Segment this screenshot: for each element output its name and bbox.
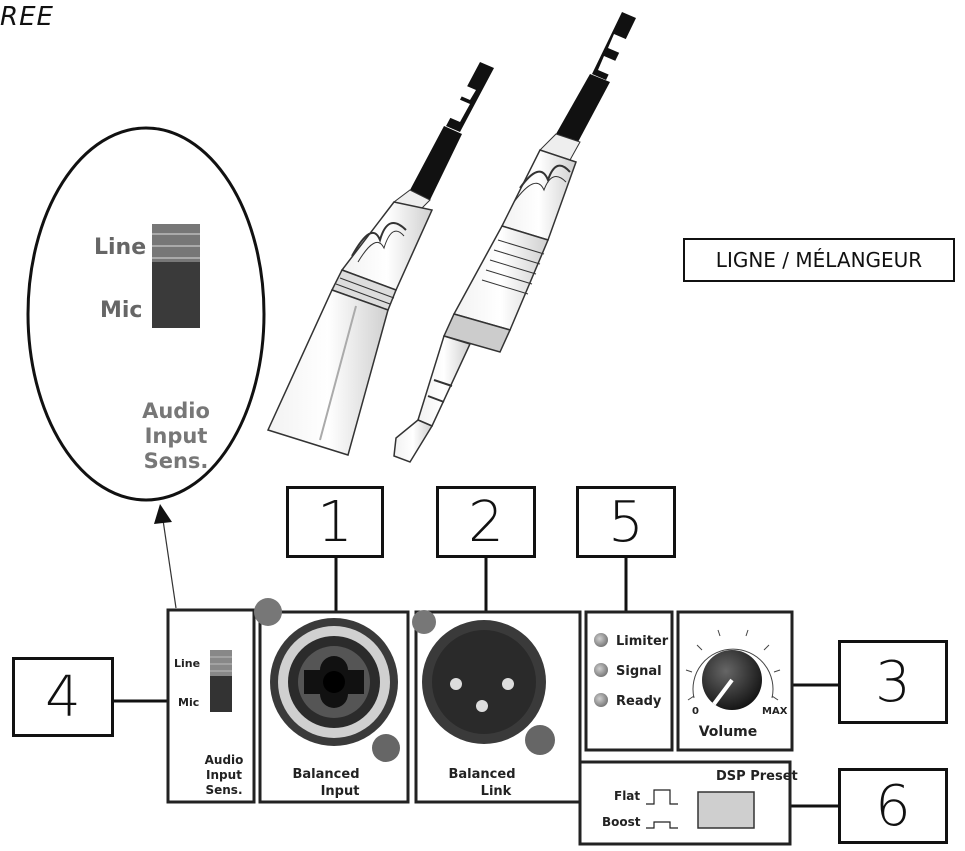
- limiter-led-icon: [594, 633, 608, 647]
- dsp-title: DSP Preset: [716, 769, 798, 784]
- zoom-line-label: Line: [94, 235, 146, 260]
- volume-min-label: 0: [692, 706, 699, 717]
- sens-panel-label-1: Audio: [205, 753, 244, 767]
- ready-label: Ready: [616, 694, 662, 709]
- dsp-preset-button[interactable]: [697, 791, 755, 829]
- callout-6: 6: [838, 768, 948, 844]
- balanced-input-label-2: Input: [321, 784, 360, 799]
- zoom-sens-label-1: Audio: [142, 399, 210, 423]
- screw-icon: [525, 725, 555, 755]
- xlr-cable-icon: [266, 62, 494, 456]
- zoom-sens-label-2: Input: [145, 424, 208, 448]
- screw-icon: [254, 598, 282, 626]
- dsp-boost-label: Boost: [602, 815, 641, 829]
- callout-2: 2: [436, 486, 536, 558]
- dsp-flat-label: Flat: [614, 789, 640, 803]
- sens-line-label: Line: [174, 657, 200, 670]
- led-panel: [584, 610, 674, 752]
- callout-3: 3: [838, 640, 948, 724]
- zoom-bubble: [26, 126, 266, 502]
- callout-5: 5: [576, 486, 676, 558]
- screw-icon: [372, 734, 400, 762]
- mixer-label: LIGNE / MÉLANGEUR: [683, 238, 955, 282]
- limiter-label: Limiter: [616, 634, 669, 649]
- screw-icon: [412, 610, 436, 634]
- balanced-link-label-1: Balanced: [449, 767, 516, 782]
- zoom-mic-label: Mic: [100, 298, 142, 323]
- signal-label: Signal: [616, 664, 662, 679]
- callout-1: 1: [286, 486, 384, 558]
- sens-panel-label-2: Input: [206, 768, 242, 782]
- signal-led-icon: [594, 663, 608, 677]
- sens-mic-label: Mic: [178, 696, 199, 709]
- callout-4: 4: [12, 657, 114, 737]
- balanced-input-label-1: Balanced: [293, 767, 360, 782]
- boost-curve-icon: [646, 821, 678, 829]
- dsp-panel: [578, 760, 792, 846]
- arrow-head-icon: [154, 504, 172, 524]
- jack-cable-icon: [393, 12, 636, 463]
- ready-led-icon: [594, 693, 608, 707]
- balanced-link-label-2: Link: [481, 784, 512, 799]
- sens-panel-label-3: Sens.: [205, 783, 242, 797]
- zoom-sens-label-3: Sens.: [144, 449, 209, 473]
- zoom-arrow: [162, 519, 177, 609]
- flat-curve-icon: [646, 789, 678, 805]
- page-title: REE: [0, 2, 54, 32]
- volume-label: Volume: [699, 724, 758, 740]
- volume-max-label: MAX: [762, 706, 788, 717]
